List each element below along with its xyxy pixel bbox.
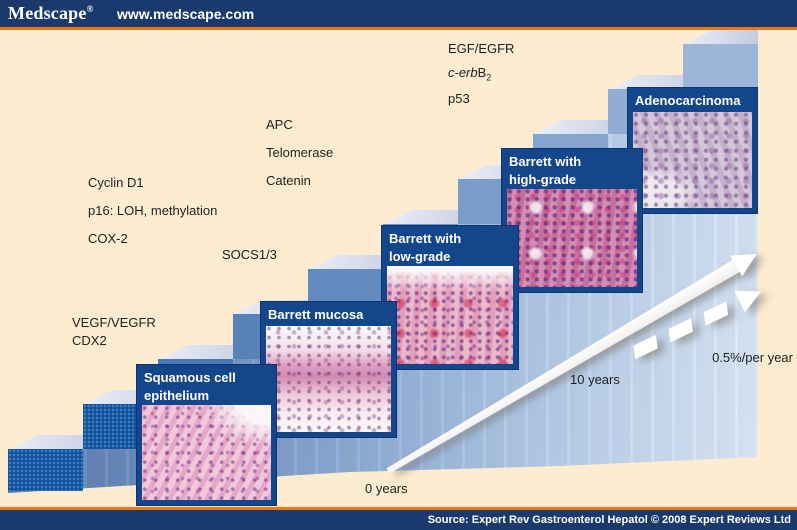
medscape-logo[interactable]: Medscape® <box>8 3 94 24</box>
histology-image-adenocarcinoma <box>633 112 752 208</box>
stage-box-adenocarcinoma: Adenocarcinoma <box>627 87 758 214</box>
registered-mark: ® <box>86 4 94 14</box>
marker-telomerase: Telomerase <box>266 145 334 160</box>
timeline-0-years: 0 years <box>365 481 408 496</box>
rate-label: 0.5%/per year <box>712 350 793 365</box>
marker-cox-2: COX-2 <box>88 231 128 246</box>
stage-label: Barrett mucosa <box>268 307 364 322</box>
stage-box-squamous-cell-epithelium: Squamous cell epithelium <box>136 364 277 506</box>
marker-catenin: Catenin <box>266 173 311 188</box>
histology-image-low-grade-dysplasia <box>387 266 513 364</box>
footer-source: Source: Expert Rev Gastroenterol Hepatol… <box>427 514 791 526</box>
histology-image-squamous-cell-epithelium <box>142 405 271 500</box>
marker-apc: APC <box>266 117 293 132</box>
stage-box-barrett-high-grade-dysplasia: Barrett with high-grade dysplasia <box>501 148 643 293</box>
histology-image-barrett-mucosa <box>266 326 391 432</box>
medscape-logo-text: Medscape <box>8 3 87 23</box>
header-bar: Medscape® www.medscape.com <box>0 0 797 30</box>
c-erbb2-italic-part: c-erb <box>448 65 478 80</box>
footer-bar: Source: Expert Rev Gastroenterol Hepatol… <box>0 507 797 530</box>
marker-p16: p16: LOH, methylation <box>88 203 218 218</box>
marker-cyclin-d1: Cyclin D1 <box>88 175 144 190</box>
marker-vegf-vegfr: VEGF/VEGFR <box>72 315 156 330</box>
step-riser <box>8 449 83 491</box>
marker-c-erbb2: c-erbB2 <box>448 65 491 83</box>
stage-box-barrett-mucosa: Barrett mucosa <box>260 301 397 438</box>
stage-label: Adenocarcinoma <box>635 93 741 108</box>
marker-p53: p53 <box>448 91 470 106</box>
marker-cdx2: CDX2 <box>72 333 107 348</box>
c-erbb2-main-part: B <box>477 65 487 80</box>
step-top-face <box>683 30 758 45</box>
stage-label: Squamous cell epithelium <box>144 370 236 403</box>
marker-socs1-3: SOCS1/3 <box>222 247 277 262</box>
step-riser <box>683 44 758 89</box>
stage-box-barrett-low-grade-dysplasia: Barrett with low-grade dysplasia <box>381 225 519 370</box>
histology-image-high-grade-dysplasia <box>507 189 637 287</box>
c-erbb2-subscript: 2 <box>486 72 492 83</box>
medscape-url-link[interactable]: www.medscape.com <box>117 5 255 22</box>
marker-egf-egfr: EGF/EGFR <box>448 41 515 56</box>
timeline-10-years: 10 years <box>570 372 620 387</box>
